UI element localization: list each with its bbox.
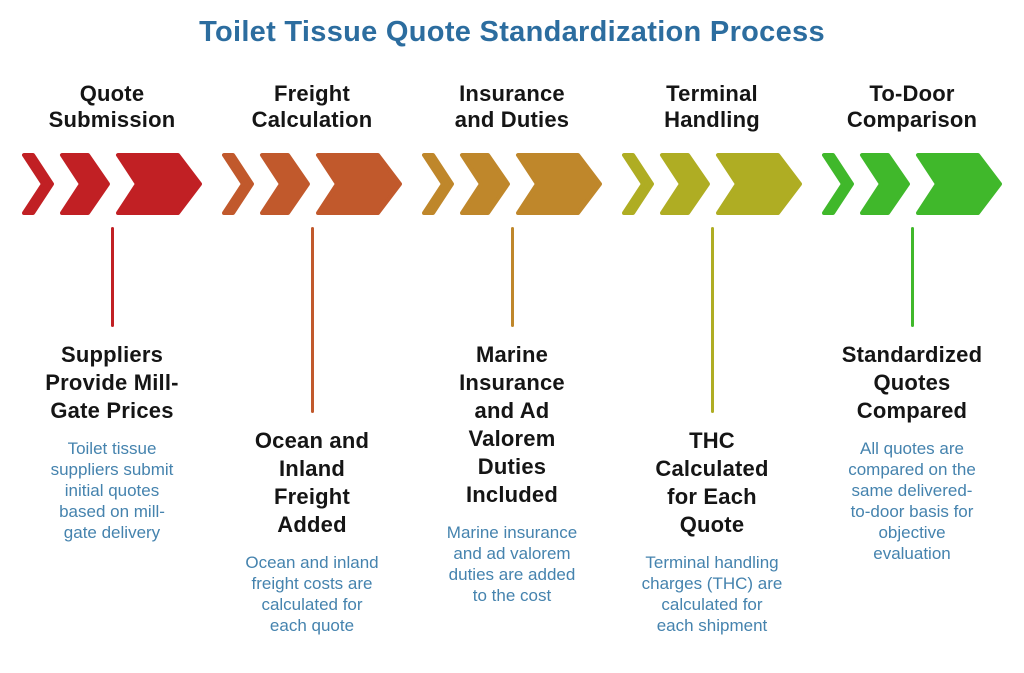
chevron-arrows-icon: [222, 153, 402, 215]
stage-column: Insurance and Duties Marine Insurance an…: [416, 81, 608, 636]
page-title: Toilet Tissue Quote Standardization Proc…: [199, 16, 825, 48]
chevron-arrows-icon: [422, 153, 602, 215]
stage-subtitle: Suppliers Provide Mill- Gate Prices: [45, 342, 179, 423]
stage-subtitle: Ocean and Inland Freight Added: [254, 428, 370, 537]
connector-line: [110, 227, 114, 327]
stage-subtitle: THC Calculated for Each Quote: [655, 428, 769, 537]
chevron-arrows-icon: [822, 153, 1002, 215]
stage-column: Freight Calculation Ocean and Inland Fre…: [216, 81, 408, 636]
stage-description: All quotes are compared on the same deli…: [848, 439, 976, 563]
stage-title: To-Door Comparison: [846, 81, 978, 132]
stage-title: Freight Calculation: [251, 81, 373, 132]
connector-line: [310, 227, 314, 413]
stage-title: Insurance and Duties: [454, 81, 570, 132]
stage-description: Toilet tissue suppliers submit initial q…: [50, 439, 174, 542]
chevron-arrows-icon: [22, 153, 202, 215]
stage-column: Terminal Handling THC Calculated for Eac…: [616, 81, 808, 636]
connector-line: [910, 227, 914, 327]
connector-line: [710, 227, 714, 413]
stage-column: Quote Submission Suppliers Provide Mill-…: [16, 81, 208, 636]
stage-description: Ocean and inland freight costs are calcu…: [245, 553, 379, 635]
process-diagram: Quote Submission Suppliers Provide Mill-…: [0, 81, 1024, 636]
chevron-arrows-icon: [622, 153, 802, 215]
stage-subtitle: Marine Insurance and Ad Valorem Duties I…: [459, 342, 565, 507]
stage-description: Terminal handling charges (THC) are calc…: [641, 553, 783, 635]
stage-title: Terminal Handling: [664, 81, 760, 132]
stage-column: To-Door Comparison Standardized Quotes C…: [816, 81, 1008, 636]
stage-description: Marine insurance and ad valorem duties a…: [446, 523, 578, 605]
stage-title: Quote Submission: [48, 81, 176, 132]
stage-subtitle: Standardized Quotes Compared: [841, 342, 983, 423]
connector-line: [510, 227, 514, 327]
